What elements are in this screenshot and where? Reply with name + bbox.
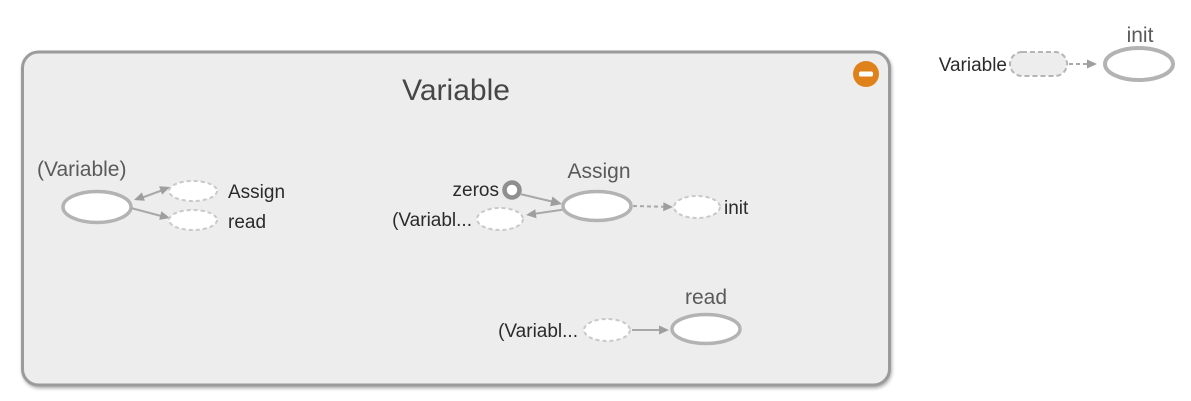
- proxy-label-read: read: [228, 212, 266, 233]
- external-variable-label: Variable: [939, 55, 1007, 76]
- proxy-label-init: init: [724, 198, 749, 219]
- group-node-body[interactable]: [21, 50, 891, 387]
- edge-variable-read: [632, 325, 669, 335]
- collapse-button[interactable]: [853, 61, 879, 87]
- edge-variable-init: [1069, 59, 1097, 69]
- group-node-title: Variable: [402, 74, 510, 107]
- proxy-node-variable-in-read[interactable]: [583, 318, 631, 342]
- proxy-node-assign[interactable]: [168, 180, 218, 202]
- init-node-title: init: [1127, 24, 1154, 47]
- assign-node-ellipse[interactable]: [561, 189, 633, 223]
- read-in-variable-label: (Variabl...: [498, 321, 578, 342]
- assign-in-variable-label: (Variabl...: [392, 210, 472, 231]
- edge-assign-variable: [526, 208, 565, 219]
- proxy-node-variable-in[interactable]: [476, 207, 524, 231]
- read-node-ellipse[interactable]: [670, 312, 742, 346]
- node-assign: Assign zeros (Variabl...: [392, 160, 749, 231]
- proxy-node-variable-external[interactable]: [1009, 51, 1068, 77]
- bridge-node-title: (Variable): [37, 158, 126, 181]
- assign-node-title: Assign: [567, 160, 630, 183]
- proxy-node-read[interactable]: [168, 209, 218, 231]
- proxy-label-assign: Assign: [228, 182, 285, 203]
- edge-zeros-assign: [519, 193, 562, 207]
- node-variable-bridge: (Variable) Assign read: [37, 158, 285, 233]
- edge-assign-init: [632, 202, 673, 212]
- external-init-group: Variable init: [939, 24, 1175, 82]
- read-node-title: read: [685, 286, 727, 309]
- bridge-node-ellipse[interactable]: [61, 189, 133, 225]
- node-read: read (Variabl...: [498, 286, 742, 346]
- zeros-label: zeros: [453, 180, 499, 201]
- init-node-ellipse[interactable]: [1103, 46, 1175, 82]
- edge-bridge-read: [130, 207, 170, 220]
- collapse-button-circle[interactable]: [853, 61, 879, 87]
- const-node-zeros[interactable]: [502, 180, 522, 200]
- proxy-node-init[interactable]: [673, 195, 721, 219]
- edge-bridge-assign: [134, 186, 170, 201]
- group-node-variable: Variable (Variable): [21, 50, 891, 387]
